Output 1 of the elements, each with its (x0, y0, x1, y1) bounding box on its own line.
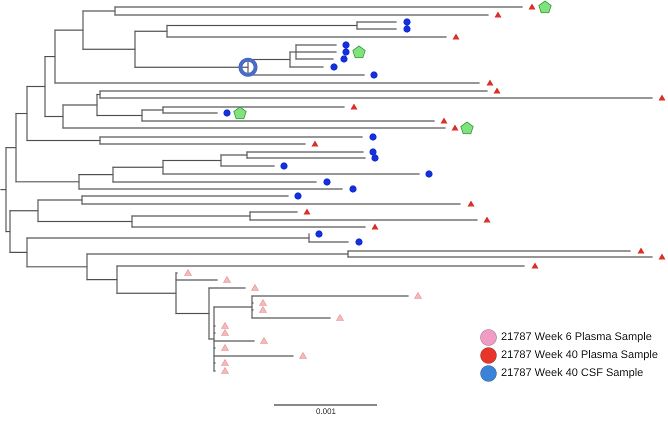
scale-label: 0.001 (316, 407, 336, 417)
